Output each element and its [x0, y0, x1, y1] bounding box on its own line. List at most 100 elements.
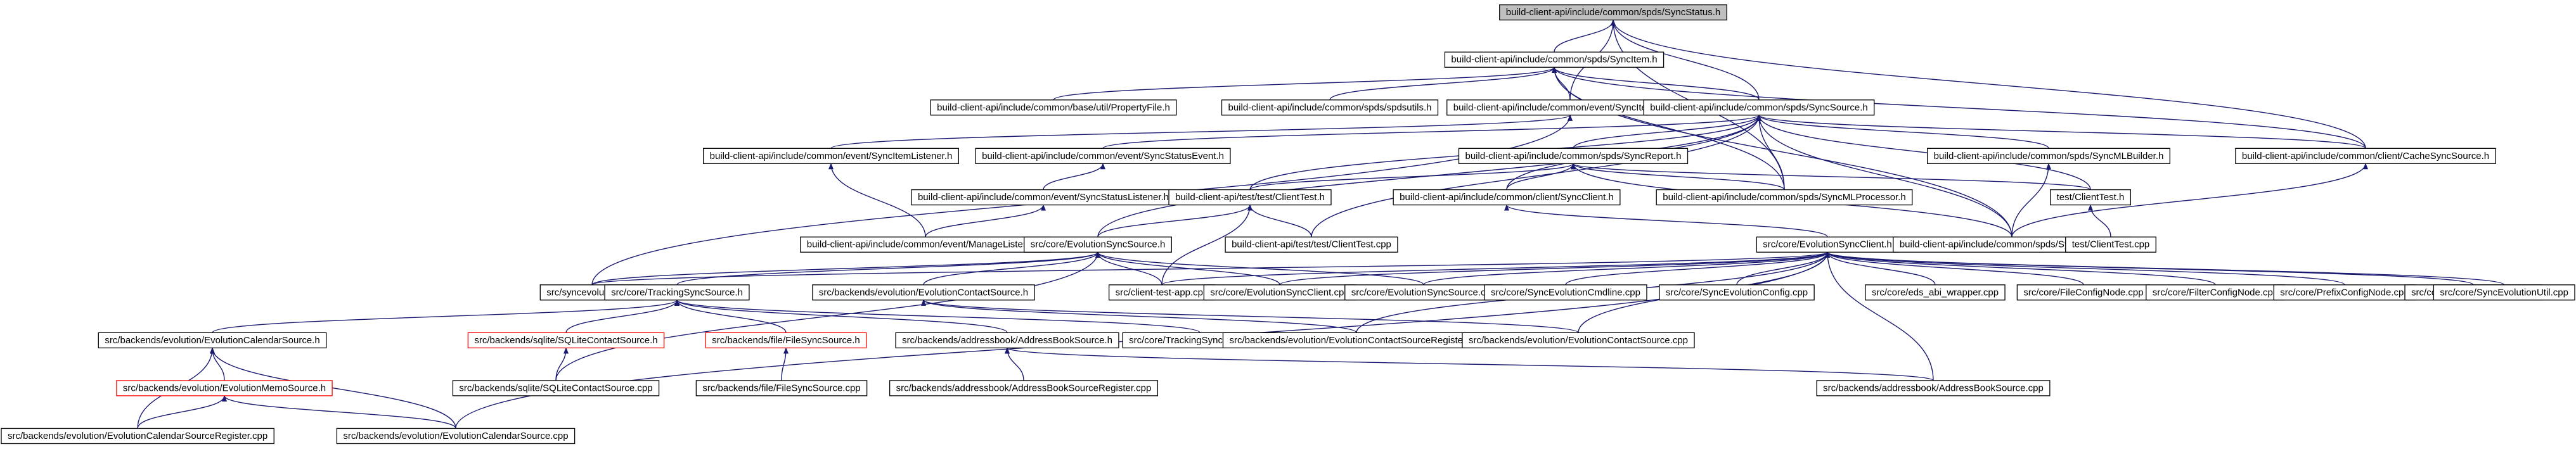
node-label: src/core/FileConfigNode.cpp: [2023, 287, 2143, 298]
edge-n8-to-n5: [1573, 114, 1761, 149]
node-label: src/backends/evolution/EvolutionCalendar…: [8, 431, 267, 441]
edge-n45-to-n38: [781, 347, 789, 381]
edge-n32-to-n19: [1825, 251, 2216, 286]
node-n38[interactable]: src/backends/file/FileSyncSource.h: [705, 332, 867, 348]
node-n17[interactable]: src/core/EvolutionSyncSource.h: [1024, 236, 1172, 253]
node-n23[interactable]: src/core/TrackingSyncSource.h: [604, 284, 750, 301]
node-n26[interactable]: src/core/EvolutionSyncClient.cpp: [1203, 284, 1356, 301]
edge-n20-to-n9: [2011, 163, 2051, 237]
node-n12[interactable]: build-client-api/test/test/ClientTest.h: [1168, 189, 1332, 206]
node-n18[interactable]: build-client-api/test/test/ClientTest.cp…: [1225, 236, 1398, 253]
edge-n21-to-n15: [2088, 204, 2111, 237]
node-n1[interactable]: build-client-api/include/common/spds/Syn…: [1444, 51, 1665, 68]
node-label: src/backends/file/FileSyncSource.h: [712, 335, 860, 346]
node-box: [1458, 148, 1689, 164]
node-n7[interactable]: build-client-api/include/common/event/Sy…: [975, 148, 1231, 164]
node-label: src/core/EvolutionSyncClient.h: [1763, 239, 1891, 250]
node-n30[interactable]: src/core/eds_abi_wrapper.cpp: [1865, 284, 2006, 301]
node-label: src/backends/evolution/EvolutionMemoSour…: [123, 383, 326, 393]
node-n35[interactable]: src/core/SyncEvolutionUtil.cpp: [2433, 284, 2575, 301]
node-n15[interactable]: test/ClientTest.h: [2049, 189, 2132, 206]
node-label: test/ClientTest.h: [2057, 192, 2125, 203]
node-box: [702, 148, 960, 164]
node-label: src/backends/sqlite/SQLiteContactSource.…: [474, 335, 657, 346]
node-n44[interactable]: src/backends/sqlite/SQLiteContactSource.…: [452, 380, 660, 396]
node-label: build-client-api/include/common/event/Sy…: [982, 151, 1224, 161]
node-n46[interactable]: src/backends/addressbook/AddressBookSour…: [889, 380, 1159, 396]
node-n21[interactable]: test/ClientTest.cpp: [2065, 236, 2156, 253]
node-label: src/backends/addressbook/AddressBookSour…: [1823, 383, 2044, 393]
node-box: [1221, 99, 1439, 116]
edge-n10-to-n1: [1552, 66, 2366, 149]
edge-n11-to-n7: [1043, 163, 1105, 190]
node-n14[interactable]: build-client-api/include/common/spds/Syn…: [1656, 189, 1913, 206]
node-n16[interactable]: build-client-api/include/common/event/Ma…: [800, 236, 1051, 253]
node-label: build-client-api/include/common/event/Sy…: [918, 192, 1169, 203]
edge-n25-to-n19: [1161, 251, 1830, 286]
node-n24[interactable]: src/backends/evolution/EvolutionContactS…: [812, 284, 1035, 301]
node-n5[interactable]: build-client-api/include/common/spds/Syn…: [1643, 99, 1875, 116]
node-n19[interactable]: src/core/EvolutionSyncClient.h: [1756, 236, 1899, 253]
node-label: build-client-api/include/common/spds/Syn…: [1934, 151, 2164, 161]
edge-n44-to-n37: [555, 347, 569, 381]
node-label: src/backends/file/FileSyncSource.cpp: [702, 383, 860, 393]
node-n32[interactable]: src/core/FilterConfigNode.cpp: [2146, 284, 2285, 301]
edge-n40-to-n23: [674, 299, 1201, 333]
edge-n22-to-n19: [591, 251, 1830, 286]
node-n6[interactable]: build-client-api/include/common/event/Sy…: [702, 148, 960, 164]
node-n42[interactable]: src/backends/evolution/EvolutionContactS…: [1462, 332, 1695, 348]
node-n11[interactable]: build-client-api/include/common/event/Sy…: [911, 189, 1176, 206]
node-n13[interactable]: build-client-api/include/common/client/S…: [1393, 189, 1621, 206]
node-n28[interactable]: src/core/SyncEvolutionCmdline.cpp: [1484, 284, 1647, 301]
edge-n30-to-n19: [1825, 251, 1936, 285]
node-n45[interactable]: src/backends/file/FileSyncSource.cpp: [695, 380, 868, 396]
edge-n29-to-n19: [1736, 251, 1830, 285]
node-n27[interactable]: src/core/EvolutionSyncSource.cpp: [1344, 284, 1503, 301]
node-n41[interactable]: src/backends/evolution/EvolutionContactS…: [1222, 332, 1491, 348]
node-n29[interactable]: src/core/SyncEvolutionConfig.cpp: [1659, 284, 1815, 301]
node-n33[interactable]: src/core/PrefixConfigNode.cpp: [2273, 284, 2416, 301]
node-label: src/core/SyncEvolutionConfig.cpp: [1666, 287, 1808, 298]
node-n3[interactable]: build-client-api/include/common/spds/spd…: [1221, 99, 1439, 116]
node-n10[interactable]: build-client-api/include/common/client/C…: [2235, 148, 2496, 164]
edge-n26-to-n19: [1279, 251, 1830, 286]
node-label: build-client-api/include/common/event/Ma…: [807, 239, 1044, 250]
node-n49[interactable]: src/backends/evolution/EvolutionCalendar…: [336, 427, 576, 445]
node-n36[interactable]: src/backends/evolution/EvolutionCalendar…: [98, 332, 327, 348]
node-box: [975, 148, 1231, 164]
node-n8[interactable]: build-client-api/include/common/spds/Syn…: [1458, 148, 1689, 164]
node-n25[interactable]: src/client-test-app.cpp: [1108, 284, 1216, 301]
node-box: [895, 332, 1119, 348]
node-box: [800, 236, 1051, 253]
node-label: src/core/SyncEvolutionCmdline.cpp: [1491, 287, 1640, 298]
edge-n39-to-n23: [674, 299, 1008, 333]
node-n47[interactable]: src/backends/addressbook/AddressBookSour…: [1816, 380, 2051, 396]
node-box: [1816, 380, 2051, 396]
edge-n5-to-n1: [1552, 66, 1760, 101]
node-n0[interactable]: build-client-api/include/common/spds/Syn…: [1499, 4, 1727, 21]
edge-n3-to-n1: [1329, 66, 1557, 101]
node-n48[interactable]: src/backends/evolution/EvolutionCalendar…: [1, 427, 274, 445]
node-n43[interactable]: src/backends/evolution/EvolutionMemoSour…: [116, 380, 333, 396]
node-n9[interactable]: build-client-api/include/common/spds/Syn…: [1927, 148, 2170, 164]
dependency-edges: [137, 19, 2505, 429]
node-box: [1865, 284, 2006, 301]
edge-n20-to-n5: [1756, 114, 2012, 237]
node-box: [98, 332, 327, 348]
node-label: build-client-api/include/common/client/S…: [1400, 192, 1614, 203]
edge-n36-to-n23: [212, 299, 679, 333]
edge-n9-to-n5: [1756, 114, 2049, 149]
node-box: [695, 380, 868, 396]
node-n37[interactable]: src/backends/sqlite/SQLiteContactSource.…: [467, 332, 665, 348]
node-n2[interactable]: build-client-api/include/common/base/uti…: [930, 99, 1177, 116]
edge-n16-to-n6: [828, 163, 926, 237]
edge-n17-to-n12: [1097, 204, 1253, 237]
node-label: src/core/PrefixConfigNode.cpp: [2280, 287, 2409, 298]
node-label: src/backends/evolution/EvolutionContactS…: [1229, 335, 1483, 346]
edge-n48-to-n43: [137, 395, 227, 429]
node-n39[interactable]: src/backends/addressbook/AddressBookSour…: [895, 332, 1119, 348]
edge-n31-to-n19: [1825, 251, 2084, 286]
node-label: src/backends/evolution/EvolutionCalendar…: [105, 335, 319, 346]
node-n31[interactable]: src/core/FileConfigNode.cpp: [2016, 284, 2151, 301]
